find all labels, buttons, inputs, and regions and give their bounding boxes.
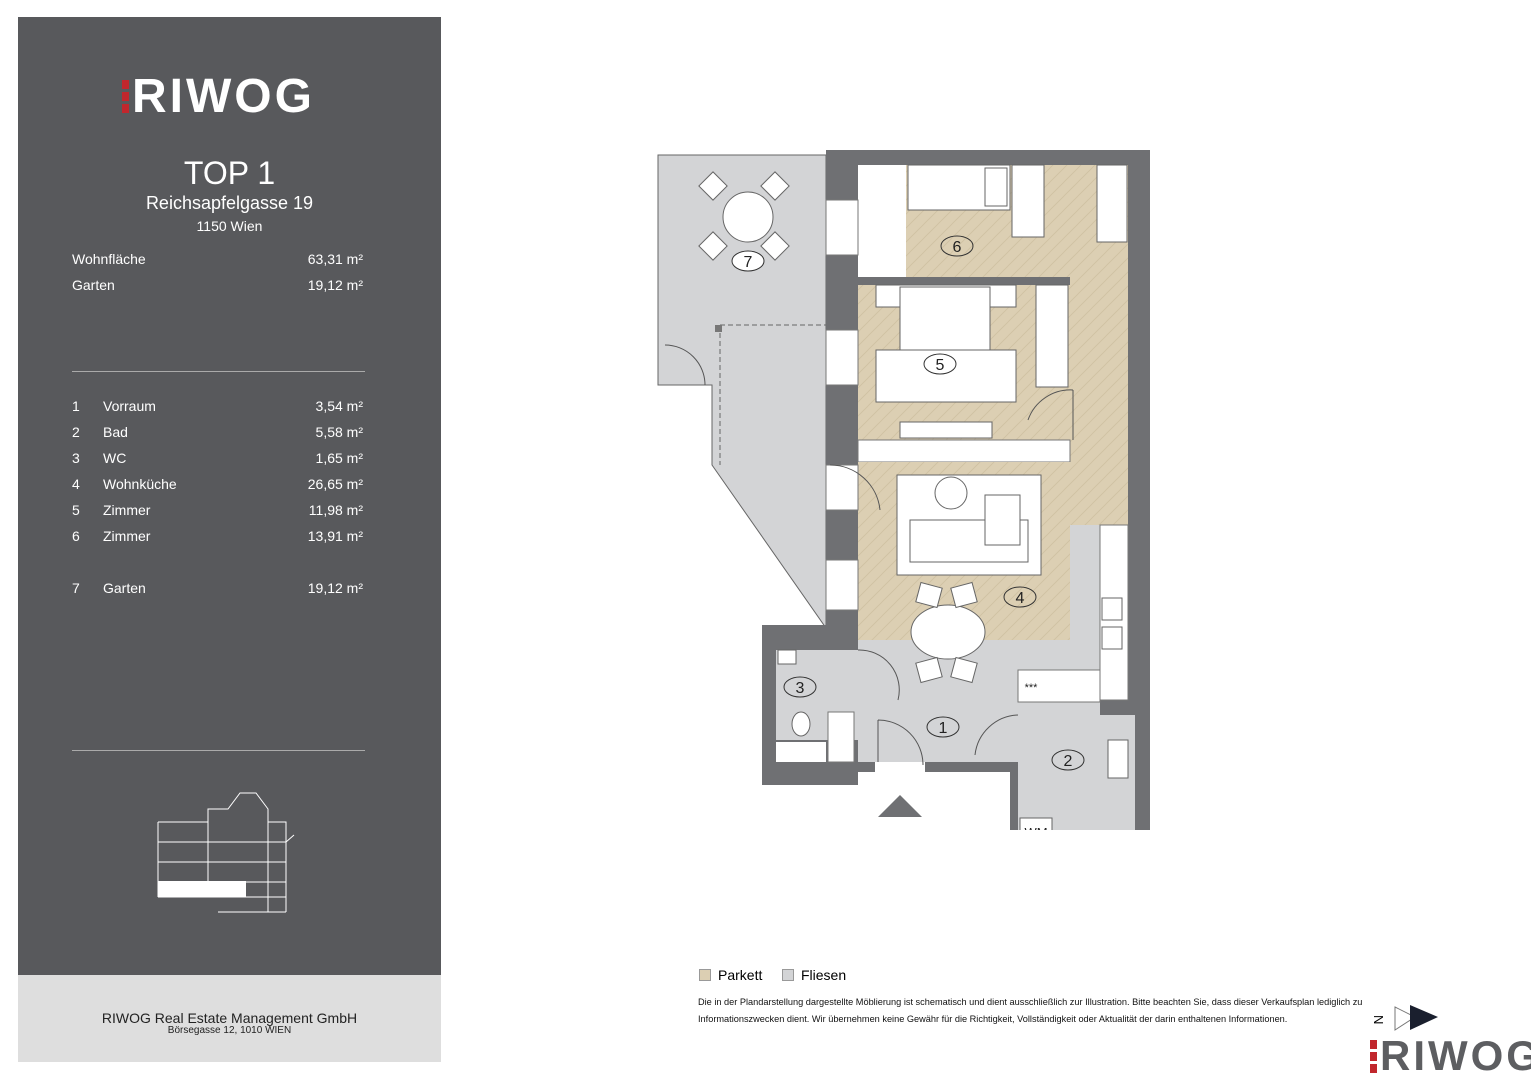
company-address: Börsegasse 12, 1010 WIEN bbox=[167, 1025, 292, 1036]
room-label-5: 5 bbox=[923, 353, 957, 375]
disclaimer: Die in der Plandarstellung dargestellte … bbox=[698, 997, 1363, 1024]
svg-text:5: 5 bbox=[936, 357, 945, 374]
room-label-4: 4 bbox=[1003, 586, 1037, 608]
washing-machine-label: WM bbox=[1024, 825, 1047, 830]
svg-text:6: 6 bbox=[953, 239, 962, 256]
stove-label: *** bbox=[1025, 682, 1039, 694]
svg-text:1: 1 bbox=[939, 720, 948, 737]
riwog-logo: RIWOG bbox=[122, 69, 315, 124]
unit-title: TOP 1 bbox=[183, 155, 276, 191]
svg-text:2: 2 bbox=[1064, 753, 1073, 770]
divider bbox=[72, 371, 365, 372]
north-arrow-icon: N bbox=[1371, 1005, 1438, 1031]
company-name: RIWOG Real Estate Management GmbH bbox=[101, 1010, 358, 1026]
floor-plan: 6 5 4 7 3 1 2 WM *** bbox=[657, 150, 1150, 830]
company-footer: RIWOG Real Estate Management GmbH Börseg… bbox=[18, 975, 441, 1062]
info-panel: RIWOG TOP 1 Reichsapfelgasse 19 1150 Wie… bbox=[18, 17, 441, 975]
entrance-arrow bbox=[878, 795, 922, 817]
hall-strip bbox=[1070, 277, 1128, 462]
svg-text:7: 7 bbox=[744, 254, 753, 271]
parkett-swatch bbox=[699, 969, 711, 981]
logo-text: RIWOG bbox=[132, 70, 315, 123]
svg-text:4: 4 bbox=[1016, 590, 1025, 607]
fliesen-swatch bbox=[782, 969, 794, 981]
room-label-3: 3 bbox=[783, 676, 817, 698]
legend-parkett: Parkett bbox=[699, 967, 762, 983]
unit-city: 1150 Wien bbox=[196, 218, 263, 234]
svg-text:N: N bbox=[1371, 1015, 1386, 1024]
divider bbox=[72, 750, 365, 751]
svg-text:3: 3 bbox=[796, 680, 805, 697]
room-label-1: 1 bbox=[926, 716, 960, 738]
room-labels: 6 5 4 7 3 1 2 WM *** bbox=[731, 235, 1085, 830]
room-label-7: 7 bbox=[731, 250, 765, 272]
room-label-2: 2 bbox=[1051, 749, 1085, 771]
unit-street: Reichsapfelgasse 19 bbox=[145, 193, 314, 213]
room-label-6: 6 bbox=[940, 235, 974, 257]
building-section-icon bbox=[157, 792, 295, 913]
riwog-logo-bottom: RIWOG bbox=[1370, 1032, 1531, 1080]
legend-fliesen: Fliesen bbox=[782, 967, 846, 983]
logo-dots bbox=[122, 80, 129, 113]
